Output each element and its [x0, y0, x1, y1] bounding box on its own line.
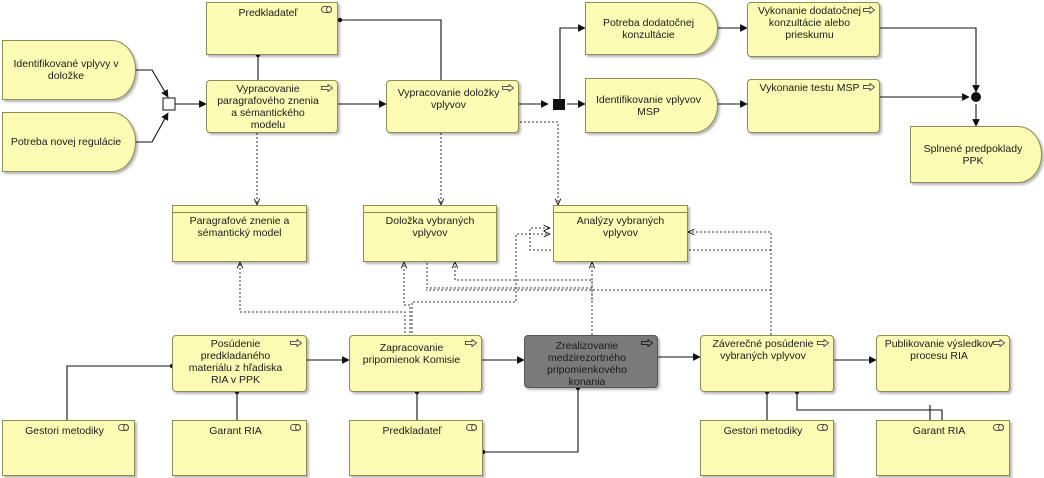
- node-label: Predkladateľ: [238, 7, 298, 19]
- node-label: Vypracovanie doložky vplyvov: [397, 87, 500, 111]
- object-dolozka-vybranych-vplyvov[interactable]: Doložka vybraných vplyvov: [363, 205, 497, 262]
- process-posudenie[interactable]: Posúdenie predkladaného materiálu z hľad…: [172, 335, 307, 392]
- edge-garant-right-to-zaverecne: [794, 389, 943, 420]
- event-potreba-konzultacie[interactable]: Potreba dodatočnej konzultácie: [585, 2, 718, 55]
- actor-gestori-metodiky-right[interactable]: Gestori metodiky: [700, 420, 834, 476]
- actor-role-icon: [290, 424, 302, 432]
- object-analyzy-vybranych-vplyvov[interactable]: Analýzy vybraných vplyvov: [553, 205, 688, 262]
- node-label: Gestori metodiky: [723, 425, 803, 437]
- node-label: Vykonanie testu MSP: [759, 82, 860, 94]
- edge-vykonanie-to-join: [880, 27, 980, 93]
- edge-zaverecne-to-analyzy: [688, 232, 772, 335]
- node-label: Doložka vybraných vplyvov: [385, 215, 475, 239]
- actor-predkladatel-top[interactable]: Predkladateľ: [206, 2, 338, 55]
- actor-gestori-metodiky-left[interactable]: Gestori metodiky: [2, 420, 135, 476]
- process-vykonanie-konzultacie[interactable]: Vykonanie dodatočnej konzultácie alebo p…: [747, 2, 880, 57]
- arrow-right-icon: [321, 84, 333, 92]
- arrow-right-icon: [817, 339, 829, 347]
- arrow-right-icon: [290, 339, 302, 347]
- node-label: Identifikované vplyvy v doložke: [13, 58, 119, 82]
- process-zapracovanie[interactable]: Zapracovanie pripomienok Komisie: [349, 335, 482, 392]
- node-label: Zrealizovanie medzirezortného pripomienk…: [547, 340, 627, 388]
- edge-identifikovane-to-or: [136, 69, 169, 98]
- node-label: Garant RIA: [209, 425, 262, 437]
- event-splnene-predpoklady[interactable]: Splnené predpoklady PPK: [910, 126, 1042, 183]
- process-zrealizovanie[interactable]: Zrealizovanie medzirezortného pripomienk…: [524, 335, 658, 388]
- edge-zapracovanie-reads-znenie: [240, 262, 406, 333]
- edge-zapracovanie-to-analyzy: [411, 234, 550, 333]
- node-label: Predkladateľ: [382, 425, 442, 437]
- actor-predkladatel-bottom[interactable]: Predkladateľ: [349, 420, 483, 476]
- process-publikovanie[interactable]: Publikovanie výsledkov procesu RIA: [876, 335, 1010, 392]
- edge-predkladatel-bottom-to-zrealizovanie: [480, 385, 581, 455]
- arrow-right-icon: [465, 339, 477, 347]
- node-label: Posúdenie predkladaného materiálu z hľad…: [188, 338, 283, 386]
- node-label: Analýzy vybraných vplyvov: [576, 215, 665, 239]
- actor-role-icon: [817, 424, 829, 432]
- node-label: Publikovanie výsledkov procesu RIA: [884, 338, 994, 362]
- event-identifikovanie-msp[interactable]: Identifikovanie vplyvov MSP: [585, 78, 718, 133]
- object-paragrafove-znenie[interactable]: Paragrafové znenie a sémantický model: [172, 205, 307, 262]
- node-label: Vykonanie dodatočnej konzultácie alebo p…: [758, 5, 861, 41]
- arrow-right-icon: [502, 84, 514, 92]
- arrow-right-icon: [641, 339, 653, 347]
- node-label: Garant RIA: [912, 425, 966, 437]
- edge-zrealizovanie-to-dolozka-2: [426, 262, 592, 289]
- edge-and-to-konzultacia: [559, 24, 586, 104]
- and-junction-icon: [553, 99, 565, 110]
- node-label: Potreba novej regulácie: [10, 136, 122, 148]
- edge-zrealizovanie-to-dolozka: [455, 262, 593, 335]
- actor-garant-ria-right[interactable]: Garant RIA: [876, 420, 1010, 476]
- node-label: Splnené predpoklady PPK: [923, 142, 1023, 167]
- node-label: Vypracovanie paragrafového znenia a séma…: [217, 83, 319, 131]
- actor-garant-ria-left[interactable]: Garant RIA: [172, 420, 307, 476]
- edge-predkladatel-to-dolozky: [337, 17, 442, 80]
- edge-gestori-left-to-posudenie: [66, 363, 175, 420]
- actor-role-icon: [993, 424, 1005, 432]
- event-identifikovane-vplyvy[interactable]: Identifikované vplyvy v doložke: [2, 40, 136, 100]
- actor-role-icon: [321, 6, 333, 14]
- node-label: Gestori metodiky: [25, 425, 104, 437]
- edge-dolozky-writes-analyzy: [520, 121, 558, 205]
- node-label: Zapracovanie pripomienok Komisie: [362, 342, 461, 366]
- edge-potreba-to-or: [136, 112, 169, 143]
- edge-zapracovanie-to-dolozka: [404, 262, 411, 333]
- process-zaverecne-posudenie[interactable]: Záverečné posúdenie vybraných vplyvov: [700, 335, 834, 392]
- arrow-right-icon: [993, 339, 1005, 347]
- event-potreba-novej-regulacie[interactable]: Potreba novej regulácie: [2, 112, 136, 172]
- actor-role-icon: [118, 424, 130, 432]
- node-label: Paragrafové znenie a sémantický model: [189, 215, 290, 239]
- process-vypracovanie-dolozky[interactable]: Vypracovanie doložky vplyvov: [386, 80, 519, 133]
- node-label: Potreba dodatočnej konzultácie: [602, 16, 695, 41]
- node-label: Identifikovanie vplyvov MSP: [595, 93, 702, 118]
- node-label: Záverečné posúdenie vybraných vplyvov: [712, 338, 814, 362]
- arrow-right-icon: [863, 83, 875, 91]
- actor-role-icon: [466, 424, 478, 432]
- process-vykonanie-testu[interactable]: Vykonanie testu MSP: [747, 79, 880, 133]
- arrow-right-icon: [863, 6, 875, 14]
- process-vypracovanie-paragraf[interactable]: Vypracovanie paragrafového znenia a séma…: [206, 80, 338, 133]
- join-junction-icon: [971, 92, 981, 102]
- or-junction-icon: [162, 97, 176, 111]
